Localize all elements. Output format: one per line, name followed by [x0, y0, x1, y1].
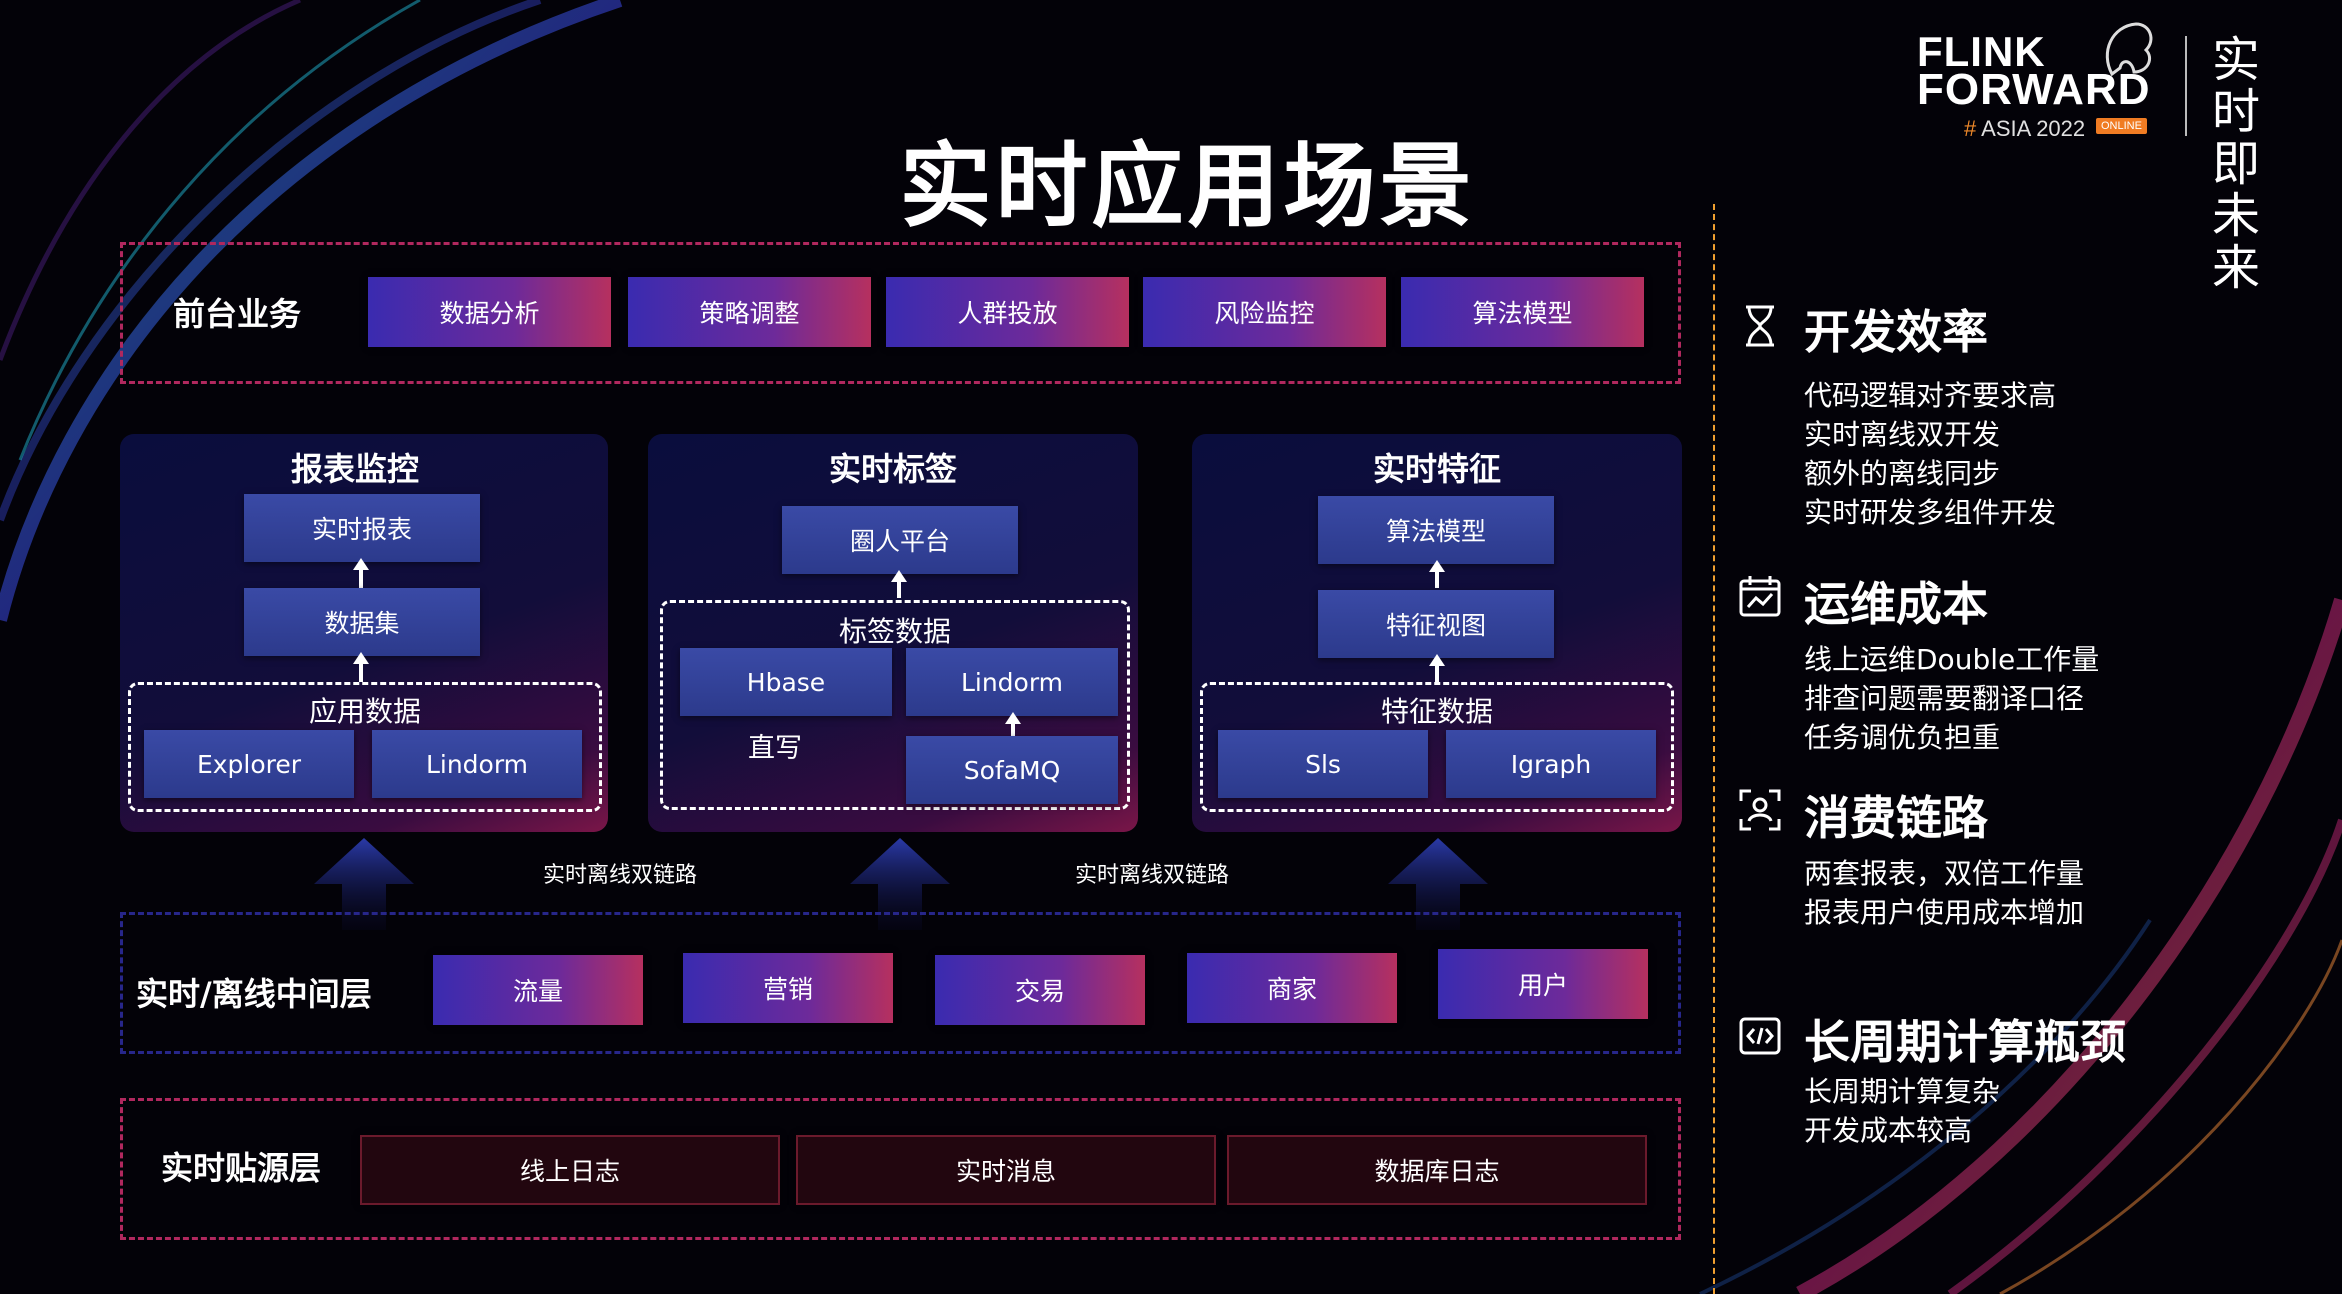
section-line: 实时研发多组件开发 — [1804, 496, 2057, 529]
calendar-chart-icon — [1739, 576, 1781, 617]
igraph-box: Igraph — [1446, 730, 1656, 798]
logo-line1: FLINK — [1917, 28, 2046, 75]
sls-box: Sls — [1218, 730, 1428, 798]
front-item: 算法模型 — [1401, 277, 1644, 347]
lindorm-tag-box: Lindorm — [906, 648, 1118, 716]
big-up-arrow — [850, 838, 950, 930]
feature-data-label: 特征数据 — [1380, 695, 1493, 728]
logo-edition: # ASIA 2022 — [1964, 116, 2085, 142]
up-arrow — [1005, 712, 1021, 738]
front-item: 风险监控 — [1143, 277, 1386, 347]
section-lines: 线上运维Double工作量 排查问题需要翻译口径 任务调优负担重 — [1804, 640, 2099, 757]
middle-item: 流量 — [433, 955, 643, 1025]
crowd-platform-box: 圈人平台 — [782, 506, 1018, 574]
squirrel-icon — [2105, 22, 2153, 77]
feature-data-group — [1200, 682, 1674, 812]
front-business-label: 前台业务 — [173, 295, 302, 333]
up-arrow — [1429, 654, 1445, 682]
section-line: 排查问题需要翻译口径 — [1804, 682, 2085, 715]
panel-title: 实时特征 — [1372, 450, 1501, 488]
section-line: 两套报表，双倍工作量 — [1804, 857, 2085, 890]
source-item: 线上日志 — [360, 1135, 780, 1205]
tag-data-label: 标签数据 — [838, 615, 951, 648]
hourglass-icon — [1746, 305, 1774, 347]
explorer-box: Explorer — [144, 730, 354, 798]
up-arrow — [353, 652, 369, 682]
hbase-box: Hbase — [680, 648, 892, 716]
scan-user-icon — [1739, 789, 1781, 831]
app-data-label: 应用数据 — [308, 695, 421, 728]
middle-item: 营销 — [683, 953, 893, 1023]
direct-write-label: 直写 — [748, 733, 802, 764]
realtime-report-box: 实时报表 — [244, 494, 480, 562]
section-lines: 代码逻辑对齐要求高 实时离线双开发 额外的离线同步 实时研发多组件开发 — [1804, 376, 2056, 532]
section-title: 开发效率 — [1804, 305, 1988, 359]
tag-data-group — [660, 600, 1130, 810]
middle-item: 用户 — [1438, 949, 1648, 1019]
front-item: 数据分析 — [368, 277, 611, 347]
section-title: 长周期计算瓶颈 — [1804, 1015, 2126, 1069]
logo-hash: # — [1964, 116, 1977, 141]
front-business-row: 前台业务 数据分析 策略调整 人群投放 风险监控 算法模型 — [120, 242, 1681, 384]
algorithm-model-box: 算法模型 — [1318, 496, 1554, 564]
section-lines: 长周期计算复杂 开发成本较高 — [1804, 1072, 2000, 1150]
up-arrow — [891, 570, 907, 598]
section-line: 开发成本较高 — [1804, 1114, 1973, 1147]
column-divider — [1713, 204, 1715, 1294]
section-line: 代码逻辑对齐要求高 — [1804, 379, 2057, 412]
front-item: 人群投放 — [886, 277, 1129, 347]
logo-edition-text: ASIA 2022 — [1981, 116, 2086, 141]
front-item: 策略调整 — [628, 277, 871, 347]
panel-title: 报表监控 — [290, 450, 419, 488]
middle-layer-label: 实时/离线中间层 — [136, 975, 372, 1013]
logo-divider — [2185, 36, 2187, 136]
logo-badge: ONLINE — [2096, 118, 2147, 134]
realtime-tag-panel: 实时标签 圈人平台 标签数据 Hbase Lindorm 直写 SofaMQ — [648, 434, 1138, 832]
code-icon — [1739, 1017, 1781, 1055]
sofamq-box: SofaMQ — [906, 736, 1118, 804]
feature-view-box: 特征视图 — [1318, 590, 1554, 658]
middle-layer-row: 实时/离线中间层 流量 营销 交易 商家 用户 — [120, 912, 1681, 1054]
section-line: 线上运维Double工作量 — [1804, 643, 2100, 676]
page-title: 实时应用场景 — [899, 133, 1476, 240]
source-layer-row: 实时贴源层 线上日志 实时消息 数据库日志 — [120, 1098, 1681, 1240]
up-arrow — [1429, 560, 1445, 588]
middle-item: 商家 — [1187, 953, 1397, 1023]
dataset-box: 数据集 — [244, 588, 480, 656]
report-monitoring-panel: 报表监控 实时报表 数据集 应用数据 Explorer Lindorm — [120, 434, 608, 832]
section-line: 任务调优负担重 — [1804, 721, 2001, 754]
section-line: 长周期计算复杂 — [1804, 1075, 2001, 1108]
panel-title: 实时标签 — [828, 450, 957, 488]
section-title: 运维成本 — [1804, 577, 1988, 631]
section-lines: 两套报表，双倍工作量 报表用户使用成本增加 — [1804, 854, 2084, 932]
middle-item: 交易 — [935, 955, 1145, 1025]
section-line: 报表用户使用成本增加 — [1804, 896, 2085, 929]
section-line: 额外的离线同步 — [1804, 457, 2001, 490]
logo-slogan: 实时即未来 — [2212, 32, 2260, 296]
dual-link-label: 实时离线双链路 — [1075, 863, 1230, 888]
dual-link-label: 实时离线双链路 — [543, 863, 698, 888]
section-title: 消费链路 — [1804, 791, 1988, 845]
lindorm-box: Lindorm — [372, 730, 582, 798]
app-data-group — [128, 682, 602, 812]
realtime-feature-panel: 实时特征 算法模型 特征视图 特征数据 Sls Igraph — [1192, 434, 1682, 832]
source-layer-label: 实时贴源层 — [161, 1149, 322, 1187]
big-up-arrow — [314, 838, 414, 930]
big-up-arrow — [1388, 838, 1488, 930]
up-arrow — [353, 558, 369, 588]
source-item: 实时消息 — [796, 1135, 1216, 1205]
source-item: 数据库日志 — [1227, 1135, 1647, 1205]
section-line: 实时离线双开发 — [1804, 418, 2001, 451]
